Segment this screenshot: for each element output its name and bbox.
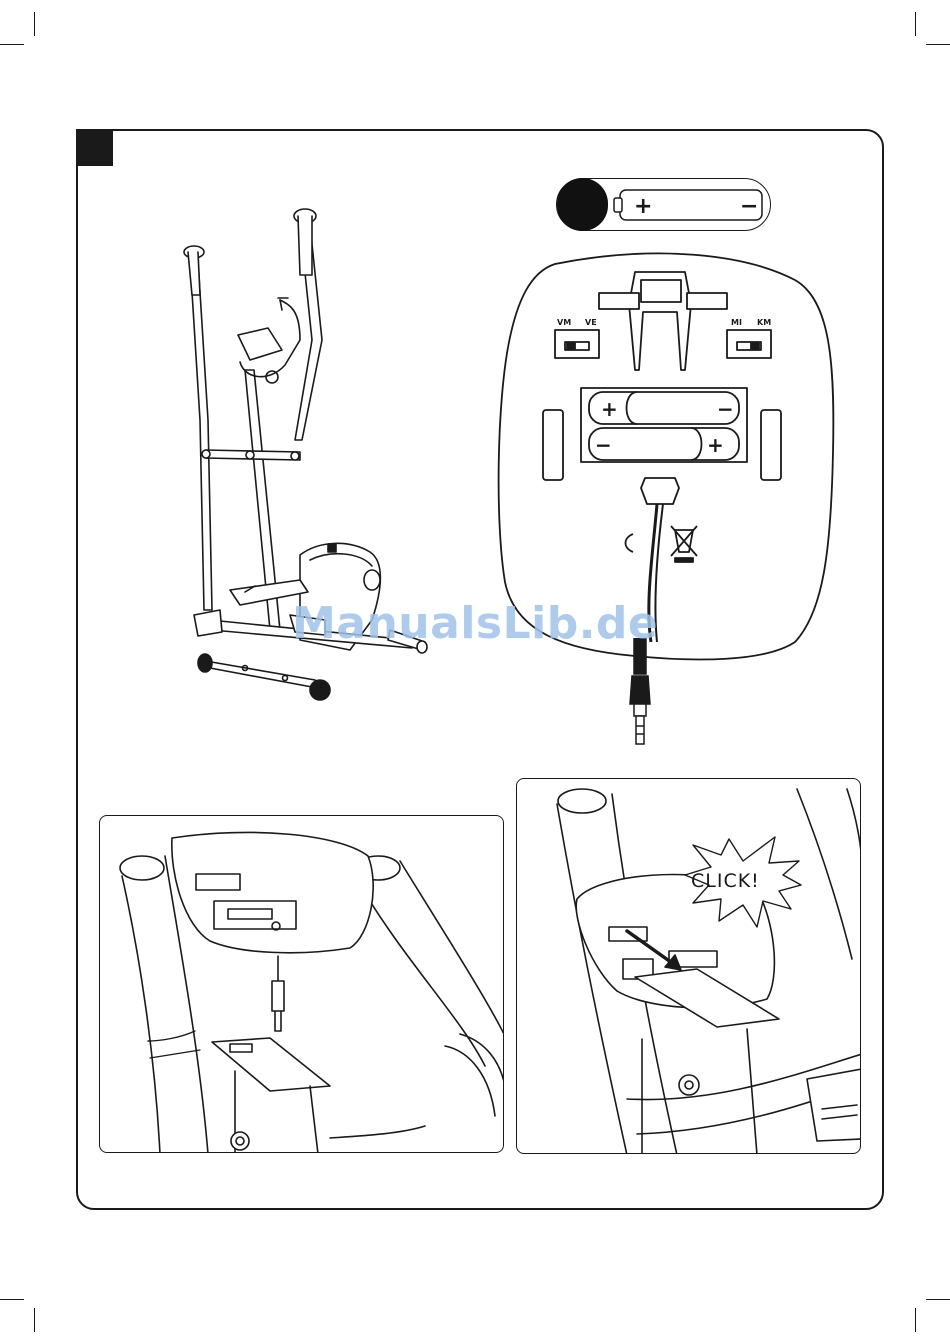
- battery-icon: + −: [612, 186, 766, 224]
- detail-panel-connect: [99, 815, 504, 1153]
- step-number-box: [76, 129, 113, 166]
- battery-minus-symbol: −: [740, 194, 758, 219]
- battery-plus-symbol: +: [634, 194, 652, 219]
- crop-mark: [0, 44, 24, 45]
- crop-mark: [915, 12, 916, 36]
- crop-mark: [926, 1299, 950, 1300]
- watermark: ManualsLib.de: [292, 598, 658, 649]
- switch-label-ve: VE: [585, 318, 597, 327]
- click-callout: CLICK!: [691, 870, 760, 892]
- switch-label-mi: MI: [731, 318, 742, 327]
- battery-badge-dot: [557, 178, 608, 231]
- audio-jack-icon: [620, 638, 660, 750]
- battery-2-plus: +: [707, 433, 724, 457]
- console-back-panel: VM VE MI KM + − − +: [495, 252, 840, 762]
- crop-mark: [34, 12, 35, 36]
- crop-mark: [0, 1299, 24, 1300]
- switch-label-vm: VM: [557, 318, 571, 327]
- battery-1-minus: −: [717, 397, 734, 421]
- crop-mark: [926, 44, 950, 45]
- battery-2-minus: −: [595, 433, 612, 457]
- crop-mark: [34, 1308, 35, 1332]
- switch-label-km: KM: [757, 318, 771, 327]
- detail-panel-click: CLICK!: [516, 778, 861, 1154]
- crop-mark: [915, 1308, 916, 1332]
- battery-1-plus: +: [601, 397, 618, 421]
